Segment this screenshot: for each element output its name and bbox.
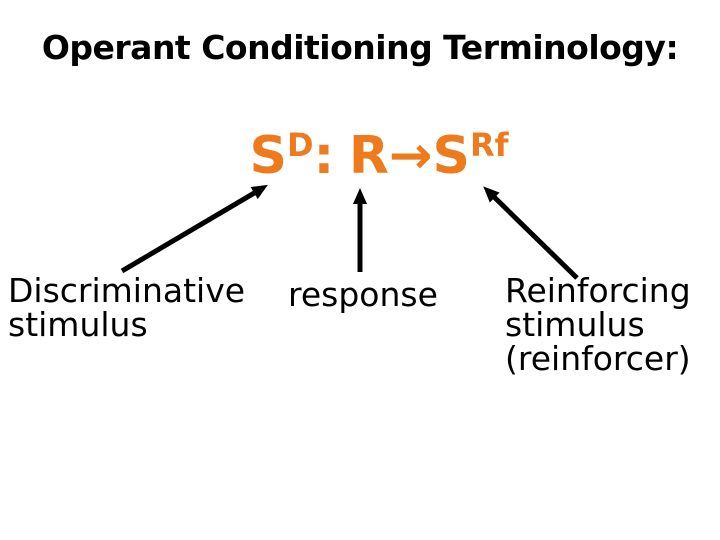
label-line: Discriminative [8, 271, 246, 310]
formula-superscript-rf: Rf [469, 126, 509, 164]
label-reinforcing-stimulus: Reinforcing stimulus (reinforcer) [505, 274, 691, 376]
slide-title: Operant Conditioning Terminology: [41, 28, 679, 67]
label-line: Reinforcing [505, 271, 691, 310]
label-discriminative-stimulus: Discriminative stimulus [8, 274, 245, 342]
label-line: (reinforcer) [505, 339, 691, 378]
formula-stimulus-s1: S [249, 126, 287, 186]
label-line: stimulus [505, 305, 645, 344]
right-arrow-glyph: → [388, 126, 433, 186]
formula-stimulus-s2: S [432, 126, 470, 186]
arrow-to-reinforcing-srf [483, 186, 579, 280]
label-line: stimulus [8, 305, 148, 344]
formula-response-r: R [348, 126, 389, 186]
formula-colon: : [313, 126, 335, 186]
formula: SD:R→SRf [250, 129, 509, 182]
formula-superscript-d: D [286, 126, 314, 164]
arrow-to-discriminative-sd [120, 184, 268, 274]
label-response: response [288, 278, 438, 312]
label-line: response [288, 275, 438, 314]
